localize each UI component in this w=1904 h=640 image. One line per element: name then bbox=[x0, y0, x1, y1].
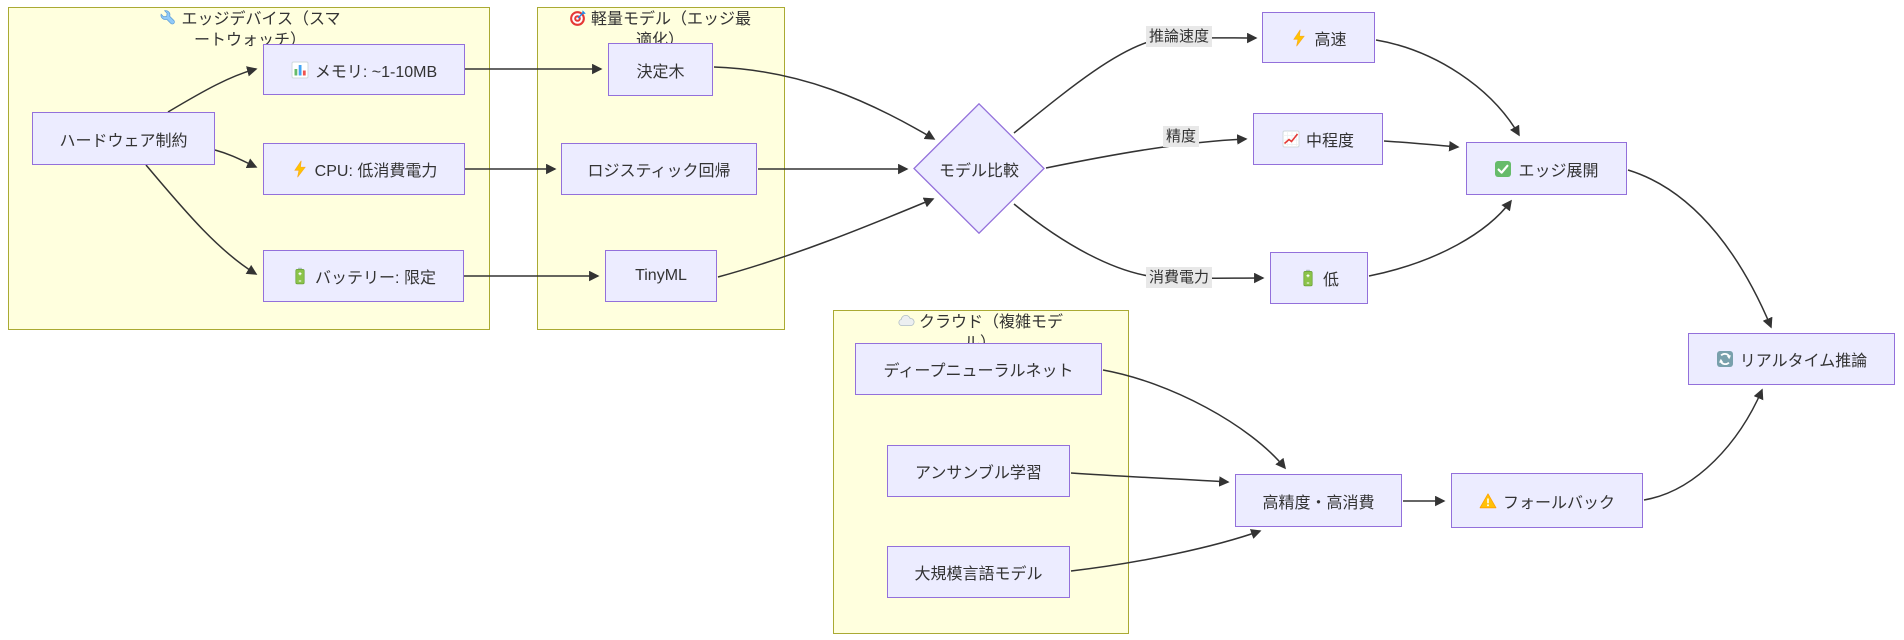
node-label: CPU: 低消費電力 bbox=[314, 163, 438, 180]
cloud-icon bbox=[898, 314, 915, 326]
node-label: モデル比較 bbox=[938, 162, 1019, 180]
check-icon bbox=[1495, 160, 1512, 177]
edge-compare-fast bbox=[1013, 32, 1258, 134]
lightning-icon bbox=[1293, 29, 1306, 46]
node-label: 決定木 bbox=[636, 63, 685, 81]
node-label: ディープニューラルネット bbox=[883, 363, 1074, 380]
node-edge-deploy: エッジ展開 bbox=[1466, 142, 1627, 195]
node-deep-neural-net: ディープニューラルネット bbox=[855, 343, 1102, 395]
edge-tinyml-compare bbox=[717, 197, 935, 278]
edge-medium-deploy bbox=[1383, 140, 1460, 152]
node-low-power: 低 bbox=[1270, 252, 1368, 304]
edge-compare-low bbox=[1013, 203, 1265, 284]
edge-hardware-cpu bbox=[214, 149, 258, 169]
bar-chart-icon bbox=[291, 61, 309, 78]
edge-label-speed: 推論速度 bbox=[1146, 26, 1213, 47]
warning-icon bbox=[1479, 492, 1497, 508]
node-label: 高精度・高消費 bbox=[1262, 494, 1375, 512]
node-logistic-regression: ロジスティック回帰 bbox=[561, 143, 757, 195]
node-model-compare: モデル比較 bbox=[913, 102, 1045, 235]
node-label: 中程度 bbox=[1305, 133, 1354, 150]
node-label: バッテリー: 限定 bbox=[315, 270, 436, 287]
node-high-acc-power: 高精度・高消費 bbox=[1235, 474, 1402, 527]
battery-icon bbox=[1303, 269, 1313, 287]
node-medium-accuracy: 中程度 bbox=[1253, 113, 1383, 165]
node-label: リアルタイム推論 bbox=[1739, 353, 1868, 370]
edge-hardware-battery bbox=[145, 164, 258, 275]
node-tinyml: TinyML bbox=[605, 250, 717, 302]
node-label: メモリ: ~1-10MB bbox=[314, 63, 438, 81]
node-label: アンサンブル学習 bbox=[915, 465, 1042, 482]
subgraph-edge-device-title: エッジデバイス（スマートウォッチ） bbox=[152, 9, 348, 51]
node-llm: 大規模言語モデル bbox=[887, 546, 1070, 598]
node-decision-tree: 決定木 bbox=[608, 43, 713, 96]
edge-deploy-realtime bbox=[1627, 169, 1773, 329]
edge-hardware-memory bbox=[167, 66, 258, 113]
node-hardware: ハードウェア制約 bbox=[32, 112, 215, 165]
edge-fallback-realtime bbox=[1643, 388, 1764, 501]
lightning-icon bbox=[293, 160, 306, 178]
edge-decision-tree-compare bbox=[713, 66, 936, 140]
node-label: 低 bbox=[1322, 272, 1339, 289]
node-label: ロジスティック回帰 bbox=[587, 163, 731, 180]
node-ensemble: アンサンブル学習 bbox=[887, 445, 1070, 497]
node-realtime: リアルタイム推論 bbox=[1688, 333, 1895, 385]
edge-fast-deploy bbox=[1375, 39, 1520, 137]
node-label: TinyML bbox=[635, 267, 687, 284]
node-label: フォールバック bbox=[1502, 494, 1615, 512]
battery-icon bbox=[295, 267, 305, 285]
diamond-shape bbox=[913, 102, 1045, 235]
edge-label-power: 消費電力 bbox=[1146, 267, 1213, 288]
node-battery: バッテリー: 限定 bbox=[263, 250, 464, 302]
edge-label-accuracy: 精度 bbox=[1163, 126, 1200, 147]
edge-low-deploy bbox=[1368, 199, 1512, 277]
edge-llm-highacc bbox=[1070, 529, 1262, 572]
node-label: 大規模言語モデル bbox=[914, 566, 1043, 583]
node-label: エッジ展開 bbox=[1518, 162, 1599, 180]
chart-up-icon bbox=[1282, 130, 1300, 148]
node-label: 高速 bbox=[1314, 31, 1347, 49]
refresh-icon bbox=[1716, 351, 1733, 367]
target-icon bbox=[570, 10, 586, 26]
edge-dnn-highacc bbox=[1102, 369, 1286, 470]
wrench-icon bbox=[161, 10, 176, 25]
node-fast: 高速 bbox=[1262, 12, 1375, 63]
node-memory: メモリ: ~1-10MB bbox=[263, 44, 465, 95]
edge-ensemble-highacc bbox=[1070, 472, 1230, 487]
node-label: ハードウェア制約 bbox=[59, 132, 188, 150]
node-cpu: CPU: 低消費電力 bbox=[263, 143, 465, 195]
edge-compare-medium bbox=[1045, 134, 1248, 169]
node-fallback: フォールバック bbox=[1451, 473, 1643, 528]
